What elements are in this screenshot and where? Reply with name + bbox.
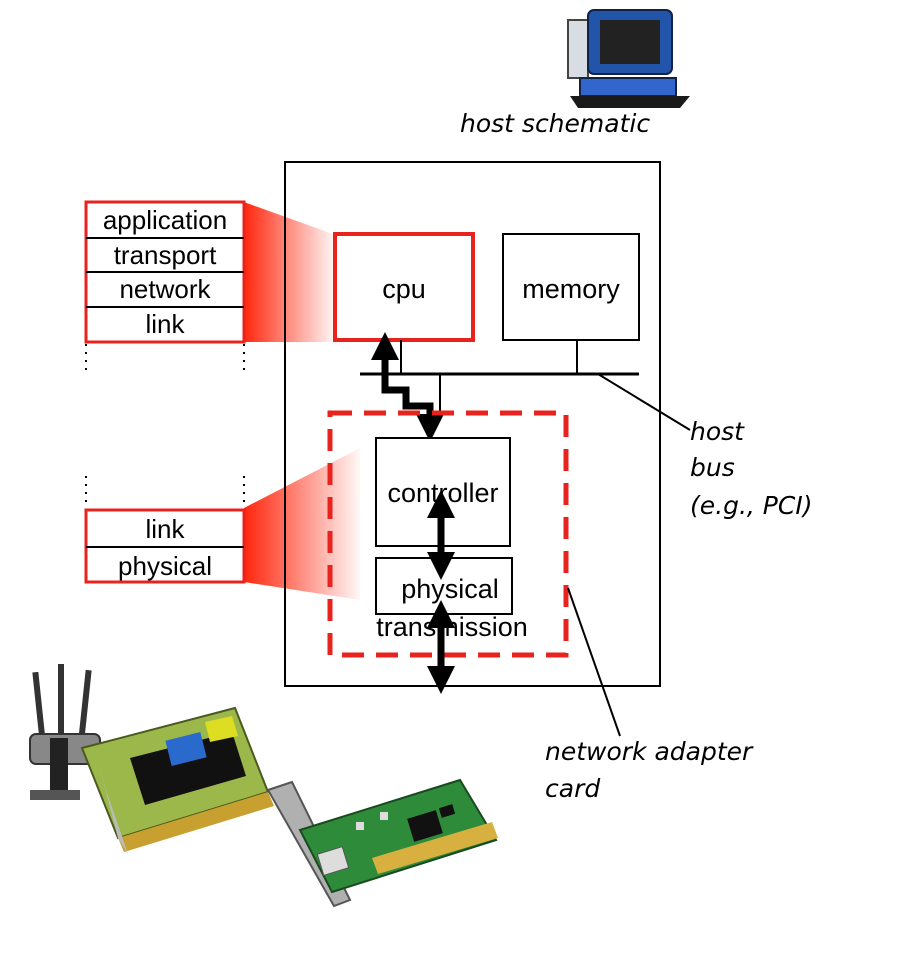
stack-layer-transport: transport [114, 240, 217, 270]
stack-layer-network: network [119, 274, 211, 304]
host-bus-annotation-line3: (e.g., PCI) [690, 491, 812, 520]
stack-layer-application: application [103, 205, 227, 235]
upper-fade-wedge [244, 202, 333, 342]
lower-protocol-stack: link physical [84, 508, 246, 584]
adapter-annotation-line1: network adapter [545, 737, 754, 766]
host-schematic-caption: host schematic [460, 109, 650, 138]
stack-layer-link: link [145, 309, 185, 339]
physical-label: physical [401, 574, 499, 604]
adapter-card-pointer [567, 587, 621, 737]
cpu-bus-arrow [371, 332, 444, 442]
host-bus-pointer [597, 373, 691, 431]
stack-layer-physical: physical [118, 551, 212, 581]
stack-layer-link-lower: link [145, 514, 185, 544]
transmission-label: transmission [376, 612, 528, 642]
controller-label: controller [387, 478, 498, 508]
stack-continuation-dashes [85, 344, 245, 506]
host-bus-annotation-line1: host [690, 417, 745, 446]
host-box [284, 161, 661, 687]
cpu-label: cpu [382, 274, 426, 304]
lower-fade-wedge [244, 448, 360, 600]
adapter-annotation-line2: card [545, 774, 600, 803]
computer-icon [567, 9, 690, 108]
memory-box [502, 233, 640, 341]
wireless-card-icon [29, 664, 274, 854]
host-bus-annotation-line2: bus [690, 453, 735, 482]
memory-label: memory [522, 274, 620, 304]
upper-protocol-stack: application transport network link [84, 200, 246, 344]
ethernet-card-icon [266, 778, 498, 908]
